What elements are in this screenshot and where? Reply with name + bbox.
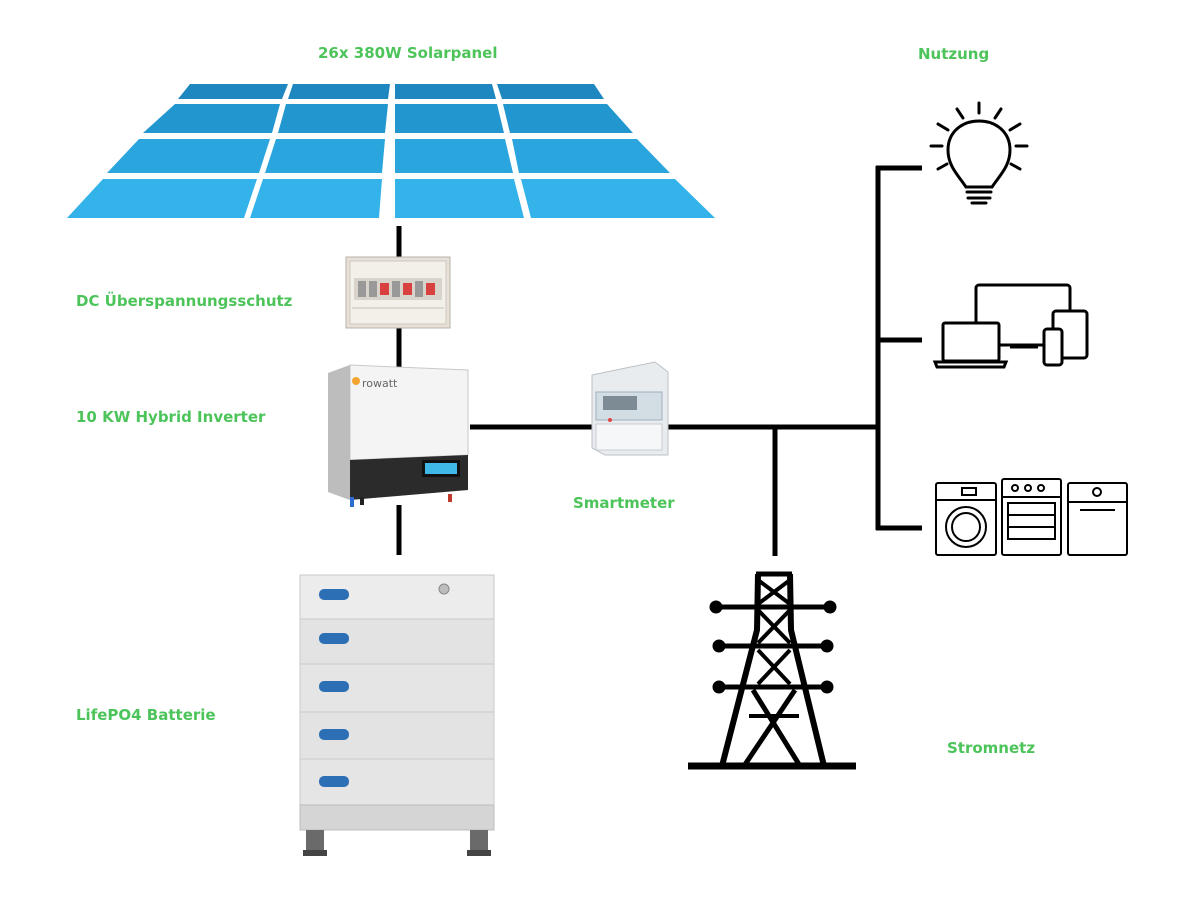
smartmeter-icon: [591, 361, 669, 456]
appliances-icon: [935, 478, 1128, 556]
battery-stack-icon: [299, 574, 495, 856]
solar-panel-icon: [67, 84, 715, 218]
dc-protection-label: DC Überspannungsschutz: [76, 292, 293, 310]
power-pylon-icon: [688, 571, 856, 770]
usage-label: Nutzung: [918, 45, 990, 63]
lightbulb-icon: [929, 101, 1029, 205]
connection-lines: [396, 165, 922, 556]
grid-label: Stromnetz: [947, 739, 1036, 757]
svg-text:rowatt: rowatt: [362, 377, 398, 390]
inverter-label: 10 KW Hybrid Inverter: [76, 408, 266, 426]
devices-icon: [932, 283, 1089, 369]
solar-panel-label: 26x 380W Solarpanel: [318, 44, 498, 62]
battery-label: LifePO4 Batterie: [76, 706, 216, 724]
inverter-icon: rowatt: [328, 364, 469, 507]
smartmeter-label: Smartmeter: [573, 494, 675, 512]
surge-protector-icon: [345, 256, 451, 329]
